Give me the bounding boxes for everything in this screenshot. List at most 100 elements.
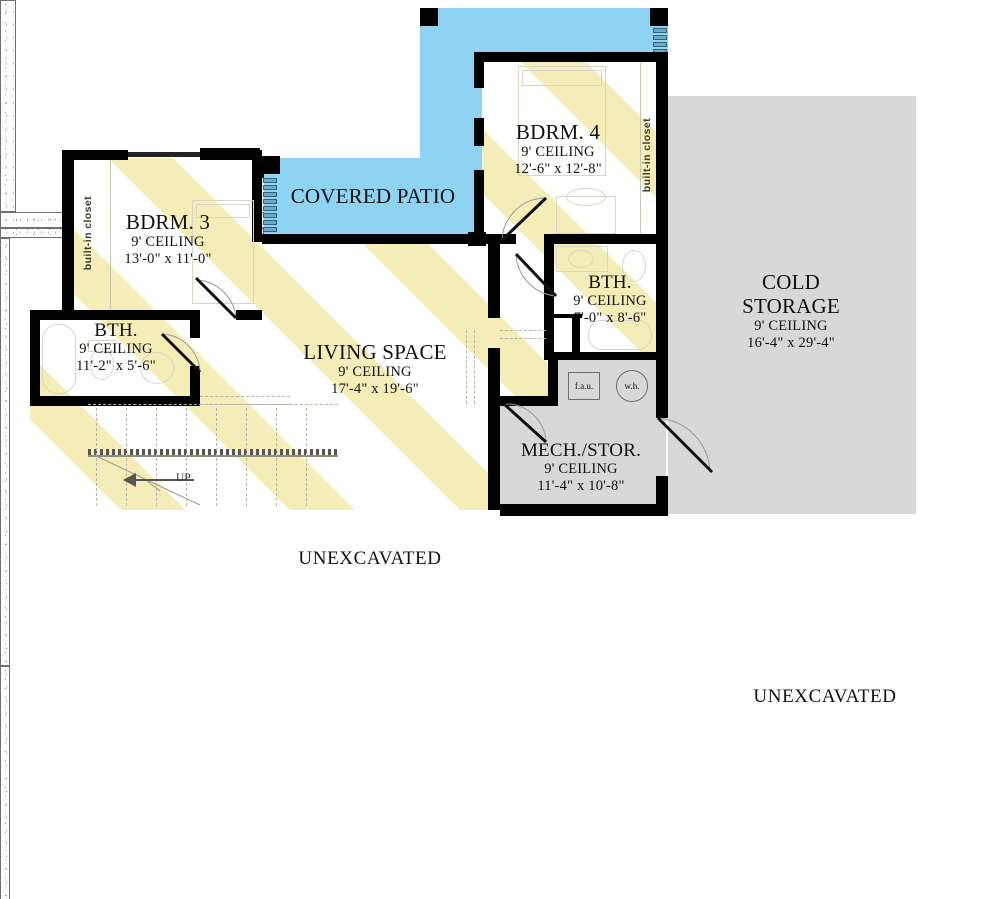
bdrm4-pillow-fixture — [522, 70, 602, 86]
mech-wall-north — [500, 396, 558, 406]
bth-left-wall-east-lower — [190, 366, 200, 396]
bth-left-name: BTH. — [94, 320, 138, 341]
mech-wall-south — [500, 504, 668, 516]
bth-left-toilet-fixture — [90, 348, 114, 380]
bdrm3-label: BDRM. 3 9' CEILING 13'-0" x 11'-0" — [124, 210, 211, 268]
bth-left-tub-fixture — [42, 324, 76, 394]
bdrm3-closet-partition — [110, 160, 111, 310]
mech-stor-label: MECH./STOR. 9' CEILING 11'-4" x 10'-8" — [521, 440, 641, 495]
bdrm4-wall-south-left — [474, 234, 516, 244]
bdrm4-bed-fixture — [518, 66, 606, 176]
bdrm4-wall-west-upper — [474, 52, 484, 88]
bth-right-wall-south — [544, 352, 668, 360]
mech-wall-east-upper — [656, 360, 668, 418]
bth-right-partition-shelf — [554, 314, 582, 318]
foundation-wall-coldstorage-east — [0, 238, 10, 666]
stair-tread-line — [306, 408, 307, 506]
bdrm4-wall-east — [656, 52, 668, 242]
patio-to-bdrm3-wall — [252, 158, 264, 178]
bth-right-wall-east — [656, 244, 668, 358]
bth-left-wall-east-upper — [190, 310, 200, 338]
ghost-line-f — [500, 338, 546, 339]
stair-tread-line — [276, 408, 277, 506]
stair-tread-line — [246, 408, 247, 506]
stair-up-label: UP — [176, 472, 191, 484]
bth-left-wall-north — [30, 310, 64, 320]
patio-post-nw — [420, 8, 438, 26]
mech-stor-interior-door — [502, 402, 548, 444]
ghost-line-b — [200, 404, 290, 405]
bdrm3-floor-fill — [62, 158, 262, 318]
stair-up-arrow-line — [136, 479, 194, 481]
stair-tread-line — [156, 408, 157, 506]
patio-railing-west — [262, 176, 277, 238]
stair-tread-line — [186, 408, 187, 506]
living-wall-north — [262, 238, 474, 244]
mech-stor-dimensions: 11'-4" x 10'-8" — [537, 478, 625, 494]
living-space-label: LIVING SPACE 9' CEILING 17'-4" x 19'-6" — [303, 340, 446, 398]
bth-right-partition — [572, 316, 580, 354]
bdrm3-wall-north-mid — [200, 148, 260, 160]
bth-right-wall-west — [544, 234, 554, 306]
bdrm3-wall-south-left — [62, 310, 190, 320]
bdrm4-name: BDRM. 4 — [515, 120, 601, 144]
bdrm4-wall-west-lower — [474, 170, 484, 242]
bdrm4-wall-west-mid — [474, 118, 484, 146]
living-wall-east-lower — [488, 348, 500, 406]
bth-left-sink-fixture — [140, 352, 174, 384]
cold-storage-fill — [668, 96, 916, 514]
living-wall-east-upper — [488, 244, 500, 318]
cold-storage-ceiling: 9' CEILING — [754, 318, 828, 334]
bth-right-wall-west-lower — [544, 306, 554, 358]
foundation-wall-west — [0, 0, 16, 212]
bth-right-name: BTH. — [588, 272, 632, 293]
unexcavated-right-label: UNEXCAVATED — [753, 686, 897, 707]
bdrm3-wall-north-left — [62, 150, 128, 160]
ghost-line-c — [466, 330, 467, 404]
cold-storage-dimensions: 16'-4" x 29'-4" — [747, 335, 835, 351]
mech-stor-door — [656, 416, 714, 474]
patio-post-sw — [262, 156, 280, 174]
bdrm3-wall-south-right — [236, 310, 262, 320]
living-floor-fill — [262, 238, 666, 328]
bth-left-wall-west — [30, 310, 40, 406]
cold-storage-label: COLD STORAGE 9' CEILING 16'-4" x 29'-4" — [742, 270, 840, 352]
living-space-dimensions: 17'-4" x 19'-6" — [331, 381, 419, 397]
bdrm4-lamp-fixture — [566, 188, 606, 206]
bth-left-door — [160, 332, 202, 374]
bth-left-dimensions: 11'-2" x 5'-6" — [76, 358, 156, 374]
bth-left-wall-south — [30, 396, 200, 406]
staircase — [88, 449, 338, 507]
bdrm4-wall-north — [474, 52, 668, 62]
bdrm3-pillow-fixture — [196, 204, 250, 218]
covered-patio-fill-mid — [420, 60, 482, 242]
bdrm4-door — [500, 196, 548, 242]
cold-storage-name-1: COLD — [762, 270, 820, 294]
unexcavated-top-label: UNEXCAVATED — [298, 548, 442, 569]
covered-patio-name: COVERED PATIO — [290, 184, 456, 208]
mech-stor-fill — [500, 402, 666, 510]
living-wall-southeast — [488, 396, 500, 510]
living-space-name: LIVING SPACE — [303, 340, 447, 364]
bdrm3-wall-east — [252, 150, 262, 242]
bth-right-sink-fixture — [568, 250, 594, 268]
bdrm4-label: BDRM. 4 9' CEILING 12'-6" x 12'-8" — [514, 120, 602, 178]
patio-post-ne — [650, 8, 668, 26]
stair-tread-line — [126, 408, 127, 506]
bdrm3-wall-west — [62, 150, 74, 318]
bdrm4-wall-south-right — [544, 234, 668, 244]
living-space-ceiling: 9' CEILING — [338, 364, 412, 380]
bdrm3-name: BDRM. 3 — [125, 210, 211, 234]
covered-patio-label: COVERED PATIO — [291, 184, 456, 208]
bth-right-ceiling: 9' CEILING — [573, 293, 647, 309]
mech-stor-name: MECH./STOR. — [520, 440, 642, 461]
ghost-line-a — [200, 396, 290, 397]
bdrm3-ceiling: 9' CEILING — [131, 234, 205, 250]
bth-right-label: BTH. 9' CEILING 7'-0" x 8'-6" — [573, 272, 646, 327]
bdrm3-wall-north-window — [128, 152, 200, 157]
bdrm4-ceiling: 9' CEILING — [521, 144, 595, 160]
fau-equipment: f.a.u. — [568, 372, 600, 400]
bdrm4-closet-partition — [640, 62, 641, 234]
bth-left-label: BTH. 9' CEILING 11'-2" x 5'-6" — [76, 320, 156, 375]
